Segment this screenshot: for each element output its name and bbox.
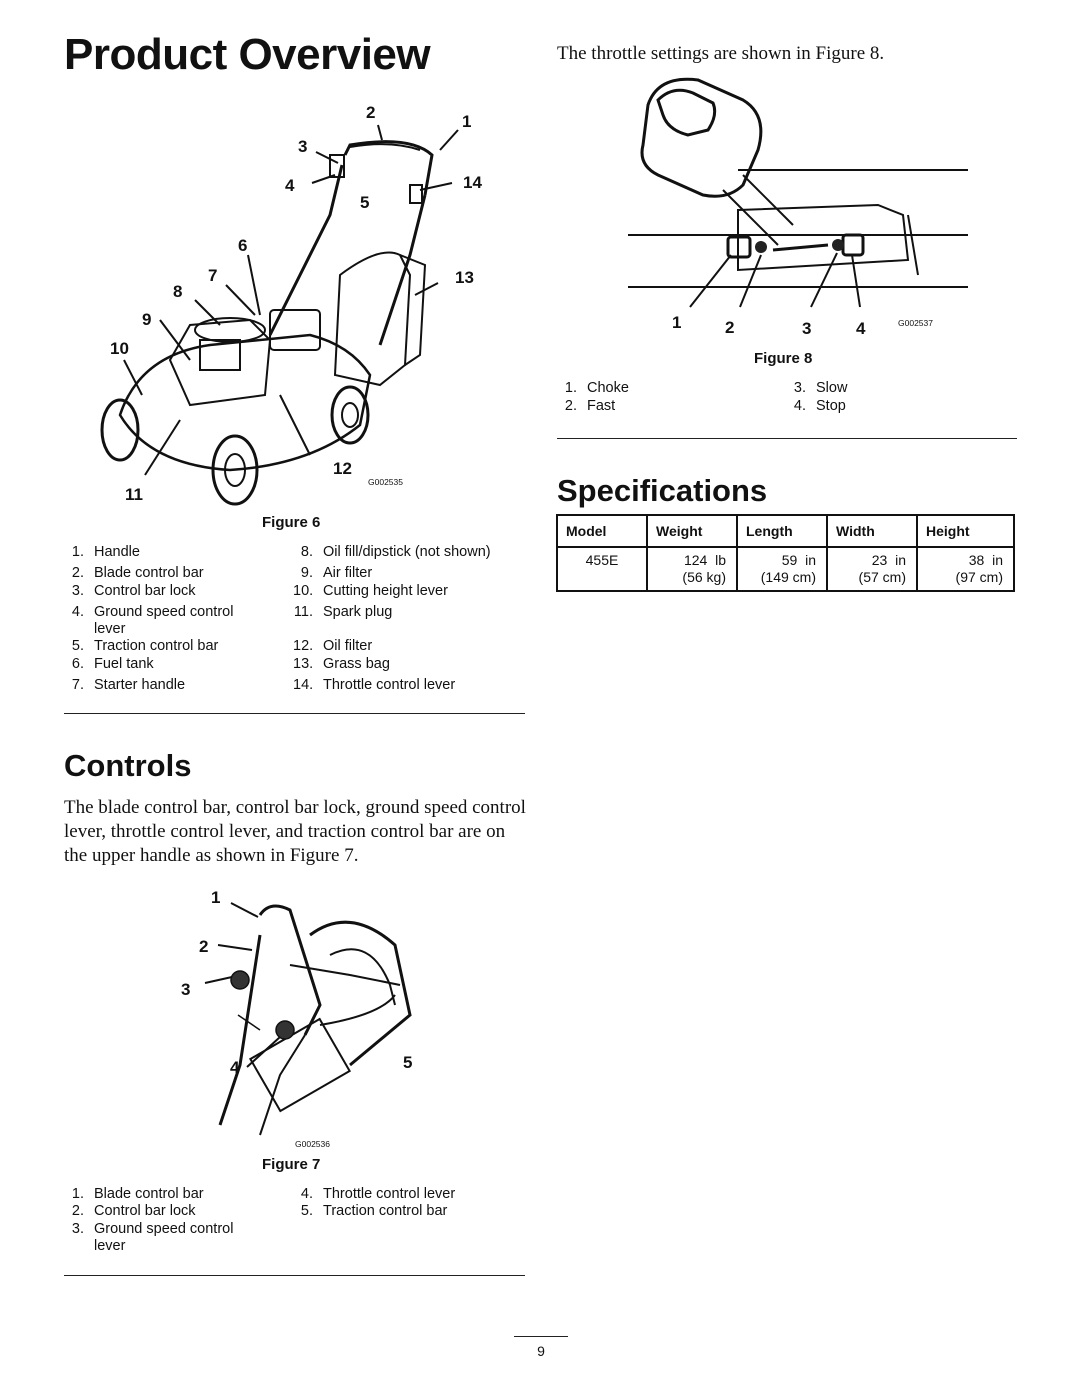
cell-width-metric: (57 cm) [858, 569, 906, 585]
legend-item: 11.Spark plug [293, 604, 393, 620]
fig8-callout-4: 4 [856, 319, 866, 338]
throttle-illustration [628, 77, 968, 308]
legend-item: 2.Blade control bar [71, 565, 204, 581]
fig7-callout-5: 5 [403, 1053, 413, 1072]
cell-length: 59 in (149 cm) [736, 546, 828, 592]
controls-paragraph: The blade control bar, control bar lock,… [64, 797, 526, 866]
cell-height-imperial: 38 in [968, 552, 1003, 568]
fig6-callout-4: 4 [285, 176, 295, 195]
divider [557, 438, 1017, 439]
table-row: 455E 124 lb (56 kg) 59 in (149 cm) 23 in… [556, 546, 1015, 592]
col-weight: Weight [646, 514, 738, 548]
fig6-callout-10: 10 [110, 339, 129, 358]
cell-length-metric: (149 cm) [760, 569, 816, 585]
fig6-caption: Figure 6 [262, 514, 321, 531]
legend-item: 5.Traction control bar [71, 638, 219, 654]
legend-item: 4.Stop [793, 398, 846, 414]
fig6-callout-9: 9 [142, 310, 152, 329]
col-length: Length [736, 514, 828, 548]
divider [64, 713, 525, 714]
cell-weight-imperial: 124 lb [683, 552, 726, 568]
fig8-caption: Figure 8 [754, 350, 813, 367]
fig7-code: G002536 [295, 1139, 330, 1149]
specifications-heading: Specifications [557, 473, 768, 508]
fig7-callout-1: 1 [211, 888, 221, 907]
cell-model: 455E [556, 546, 648, 592]
legend-item: 10.Cutting height lever [293, 583, 448, 599]
fig8-code: G002537 [898, 318, 933, 328]
legend-item: 3.Control bar lock [71, 583, 196, 599]
cell-weight: 124 lb (56 kg) [646, 546, 738, 592]
legend-item: 12.Oil filter [293, 638, 373, 654]
legend-item: 14.Throttle control lever [293, 677, 456, 693]
legend-item: 8.Oil fill/dipstick (not shown) [300, 544, 491, 560]
fig6-callout-6: 6 [238, 236, 248, 255]
legend-item: 6.Fuel tank [71, 656, 154, 672]
fig6-callout-5: 5 [360, 193, 370, 212]
col-height: Height [916, 514, 1015, 548]
fig6-code: G002535 [368, 477, 403, 487]
divider [64, 1275, 525, 1276]
fig7-callout-3: 3 [181, 980, 191, 999]
fig6-callout-12: 12 [333, 459, 352, 478]
page-title: Product Overview [64, 30, 431, 79]
cell-length-imperial: 59 in [781, 552, 816, 568]
fig6-callout-11: 11 [125, 485, 143, 504]
cell-height-metric: (97 cm) [955, 569, 1003, 585]
cell-height: 38 in (97 cm) [916, 546, 1015, 592]
legend-item: 5.Traction control bar [300, 1203, 448, 1219]
legend-item: 3.Slow [793, 380, 848, 396]
legend-item: 3.Ground speed control lever [71, 1221, 234, 1254]
fig7-caption: Figure 7 [262, 1156, 321, 1173]
col-width: Width [826, 514, 918, 548]
controls-heading: Controls [64, 748, 192, 783]
fig6-callout-14: 14 [463, 173, 482, 192]
fig6-callout-8: 8 [173, 282, 183, 301]
fig8-callout-3: 3 [802, 319, 812, 338]
legend-item: 4.Ground speed control lever [71, 604, 234, 637]
cell-weight-metric: (56 kg) [682, 569, 726, 585]
fig7-callout-4: 4 [230, 1058, 240, 1077]
page-number: 9 [514, 1336, 568, 1359]
fig8-callout-2: 2 [725, 318, 735, 337]
cell-width: 23 in (57 cm) [826, 546, 918, 592]
fig6-callout-1: 1 [462, 112, 472, 131]
throttle-intro: The throttle settings are shown in Figur… [557, 43, 885, 64]
legend-item: 4.Throttle control lever [300, 1186, 456, 1202]
fig7-callout-2: 2 [199, 937, 209, 956]
legend-item: 2.Control bar lock [71, 1203, 196, 1219]
specifications-table: Model Weight Length Width Height 455E 12… [556, 514, 1015, 592]
cell-width-imperial: 23 in [871, 552, 906, 568]
fig6-callout-7: 7 [208, 266, 218, 285]
mower-illustration [100, 124, 459, 506]
fig6-callout-3: 3 [298, 137, 308, 156]
fig8-callout-1: 1 [672, 313, 682, 332]
legend-item: 7.Starter handle [71, 677, 186, 693]
legend-item: 1.Blade control bar [71, 1186, 204, 1202]
fig6-callout-13: 13 [455, 268, 474, 287]
legend-item: 1.Choke [564, 380, 629, 396]
handle-controls-illustration [204, 902, 412, 1136]
table-header-row: Model Weight Length Width Height [556, 514, 1015, 548]
col-model: Model [556, 514, 648, 548]
legend-item: 9.Air filter [300, 565, 373, 581]
legend-item: 13.Grass bag [293, 656, 390, 672]
fig6-callout-2: 2 [366, 103, 376, 122]
legend-item: 2.Fast [564, 398, 616, 414]
legend-item: 1.Handle [71, 544, 140, 560]
